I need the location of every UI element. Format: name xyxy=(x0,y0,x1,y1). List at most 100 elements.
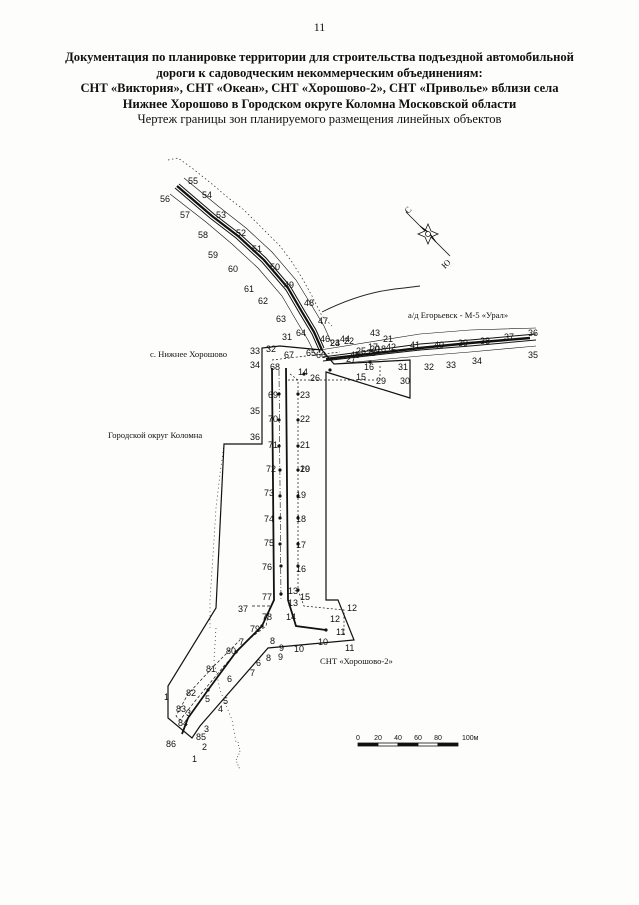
title-block: Документация по планировке территории дл… xyxy=(0,50,639,127)
point-number-label: 18 xyxy=(376,344,386,354)
highway-south-edge xyxy=(322,339,537,362)
point-number-label: 78 xyxy=(262,612,272,622)
point-number-label: 20 xyxy=(300,464,310,474)
point-number-label: 7 xyxy=(239,637,244,647)
point-number-label: 72 xyxy=(266,464,276,474)
point-number-label: 11 xyxy=(345,643,354,653)
point-number-label: 22 xyxy=(344,336,354,346)
point-number-label: 54 xyxy=(202,190,212,200)
boundary-point xyxy=(296,588,300,592)
boundary-point xyxy=(277,392,281,396)
point-number-label: 40 xyxy=(434,340,444,350)
scale-bar xyxy=(357,742,459,747)
point-number-label: 63 xyxy=(276,314,286,324)
point-number-label: 45 xyxy=(350,350,360,360)
point-number-label: 38 xyxy=(480,336,490,346)
point-number-label: 20 xyxy=(370,344,380,354)
point-number-label: 21 xyxy=(300,440,310,450)
embankment-edge xyxy=(209,443,225,628)
point-number-label: 31 xyxy=(282,332,292,342)
point-number-label: 11 xyxy=(336,627,345,637)
point-number-label: 53 xyxy=(216,210,226,220)
highway-carriageway xyxy=(325,336,531,361)
inner-road-corridor xyxy=(175,351,381,735)
point-number-label: 19 xyxy=(296,490,306,500)
point-number-label: 42 xyxy=(386,342,396,352)
point-number-label: 71 xyxy=(268,440,278,450)
point-number-label: 30 xyxy=(400,376,410,386)
page-number: 11 xyxy=(313,20,326,34)
point-number-label: 13 xyxy=(288,586,298,596)
point-number-label: 18 xyxy=(296,514,306,524)
point-number-label: 25 xyxy=(356,346,366,356)
boundary-point xyxy=(278,468,282,472)
point-number-label: 61 xyxy=(244,284,254,294)
point-number-label: 35 xyxy=(250,406,260,416)
access-road-left-edge xyxy=(174,187,321,353)
boundary-point xyxy=(324,628,328,632)
scale-tick-label: 20 xyxy=(374,735,382,742)
corridor-east-line xyxy=(285,367,327,631)
point-number-label: 1 xyxy=(192,754,197,764)
boundary-point xyxy=(296,494,300,498)
road-label: а/д Егорьевск - М-5 «Урал» xyxy=(408,310,508,320)
title-line-4: Нижнее Хорошово в Городском округе Колом… xyxy=(122,96,517,111)
boundary-point xyxy=(296,392,300,396)
point-number-label: 12 xyxy=(330,614,340,624)
point-number-label: 62 xyxy=(258,296,268,306)
highway-lower-boundary xyxy=(333,345,537,365)
corridor-centerline xyxy=(278,369,282,601)
point-number-label: 52 xyxy=(236,228,246,238)
scale-tick-label: 80 xyxy=(434,735,442,742)
point-number-label: 26 xyxy=(310,373,320,383)
point-number-label: 36 xyxy=(528,328,538,338)
point-number-label: 68 xyxy=(270,362,280,372)
point-number-label: 49 xyxy=(284,280,294,290)
point-number-label: 37 xyxy=(504,332,514,342)
point-number-label: 12 xyxy=(347,603,357,613)
point-number-label: 80 xyxy=(226,646,236,656)
point-number-label: 8 xyxy=(270,636,275,646)
access-road-carriageway xyxy=(176,185,324,351)
title-line-1: Документация по планировке территории дл… xyxy=(65,50,574,64)
point-number-label: 10 xyxy=(318,637,328,647)
boundary-point xyxy=(277,444,281,448)
point-number-label: 47 xyxy=(318,316,328,326)
boundary-points xyxy=(206,360,372,692)
access-road-right-edge xyxy=(178,183,325,349)
point-number-label: 34 xyxy=(472,356,482,366)
boundary-point xyxy=(206,688,210,692)
boundary-point xyxy=(277,418,281,422)
boundary-point xyxy=(278,516,282,520)
planning-zone-boundary xyxy=(167,345,411,739)
corridor-dashed-zone xyxy=(175,605,271,721)
point-number-label: 70 xyxy=(268,414,278,424)
highway-edge-curve xyxy=(321,285,421,313)
boundary-point xyxy=(260,624,264,628)
boundary-point xyxy=(278,494,282,498)
boundary-point xyxy=(296,564,300,568)
point-number-label: 7 xyxy=(250,668,255,678)
point-number-label: 29 xyxy=(376,376,386,386)
point-number-label: 9 xyxy=(278,652,283,662)
scale-tick-label: 60 xyxy=(414,735,422,742)
point-number-label: 17 xyxy=(368,342,378,352)
scale-tick-label: 40 xyxy=(394,735,402,742)
access-road-zone-boundary xyxy=(169,177,333,357)
point-number-label: 37 xyxy=(238,604,248,614)
point-number-label: 5 xyxy=(205,694,210,704)
point-number-label: 3 xyxy=(204,724,209,734)
point-number-label: 6 xyxy=(256,658,261,668)
point-number-label: 66 xyxy=(316,350,326,360)
point-number-label: 82 xyxy=(186,688,196,698)
point-number-label: 60 xyxy=(228,264,238,274)
point-number-label: 50 xyxy=(270,262,280,272)
point-number-label: 19 xyxy=(300,464,310,474)
point-number-label: 46 xyxy=(320,334,330,344)
point-number-label: 32 xyxy=(424,362,434,372)
title-line-2: дороги к садоводческим некоммерческим об… xyxy=(156,65,483,80)
point-number-label: 58 xyxy=(198,230,208,240)
village-label: с. Нижнее Хорошово xyxy=(150,349,227,359)
